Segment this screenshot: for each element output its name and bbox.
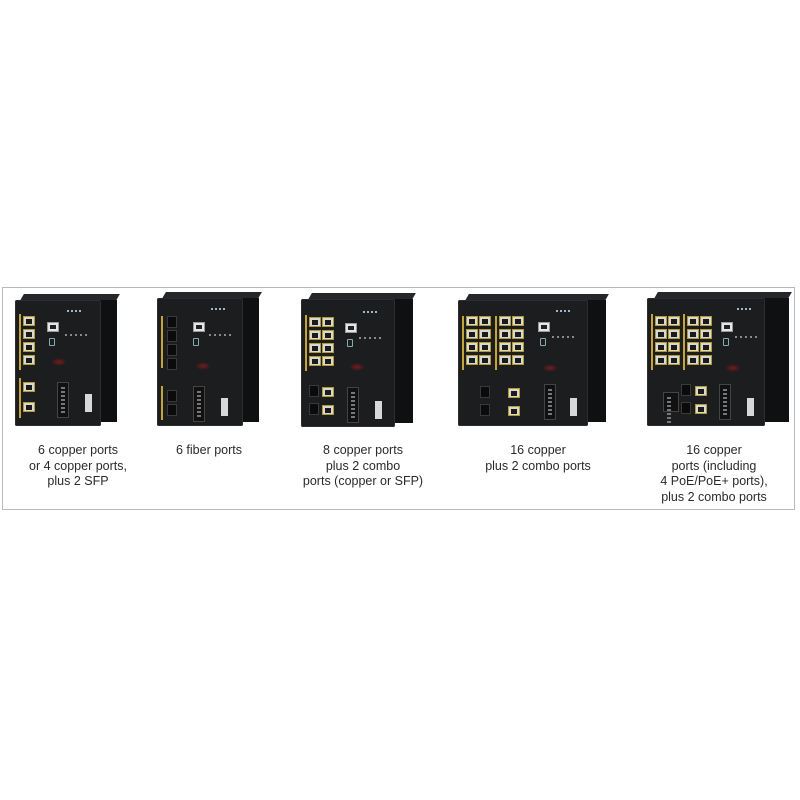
- caption-line: plus 2 combo: [325, 458, 401, 473]
- caption-line: 6 fiber ports: [175, 443, 242, 457]
- switch-image-6-fiber: [155, 292, 262, 426]
- product-caption: 16 copper plus 2 combo ports: [448, 443, 628, 474]
- product-card-6-copper: 6 copper ports or 4 copper ports, plus 2…: [3, 288, 153, 510]
- caption-line: 4 PoE/PoE+ ports),: [660, 474, 768, 488]
- switch-image-16-copper: [456, 294, 609, 428]
- switch-image-16-copper-poe: [645, 292, 792, 426]
- caption-line: ports (including: [671, 458, 757, 473]
- product-caption: 16 copper ports (including 4 PoE/PoE+ po…: [633, 443, 795, 505]
- caption-line: plus 2 combo ports: [485, 458, 591, 473]
- product-card-16-copper-poe: 16 copper ports (including 4 PoE/PoE+ po…: [633, 288, 795, 510]
- switch-image-8-copper: [299, 293, 416, 429]
- product-caption: 6 fiber ports: [153, 443, 265, 459]
- caption-line: plus 2 SFP: [47, 474, 109, 488]
- caption-line: 8 copper ports: [323, 443, 403, 457]
- product-card-8-copper-2-combo: 8 copper ports plus 2 combo ports (coppe…: [283, 288, 443, 510]
- product-caption: 8 copper ports plus 2 combo ports (coppe…: [283, 443, 443, 490]
- caption-line: 16 copper: [686, 443, 742, 457]
- product-caption: 6 copper ports or 4 copper ports, plus 2…: [3, 443, 153, 490]
- caption-line: ports (copper or SFP): [302, 474, 424, 488]
- caption-line: or 4 copper ports,: [29, 458, 127, 473]
- product-card-16-copper-2-combo: 16 copper plus 2 combo ports: [448, 288, 628, 510]
- caption-line: 16 copper: [510, 443, 566, 457]
- product-card-6-fiber: 6 fiber ports: [153, 288, 283, 510]
- product-comparison-panel: 6 copper ports or 4 copper ports, plus 2…: [2, 287, 795, 510]
- switch-image-6-copper: [13, 294, 120, 426]
- caption-line: 6 copper ports: [38, 443, 118, 457]
- caption-line: plus 2 combo ports: [661, 489, 767, 504]
